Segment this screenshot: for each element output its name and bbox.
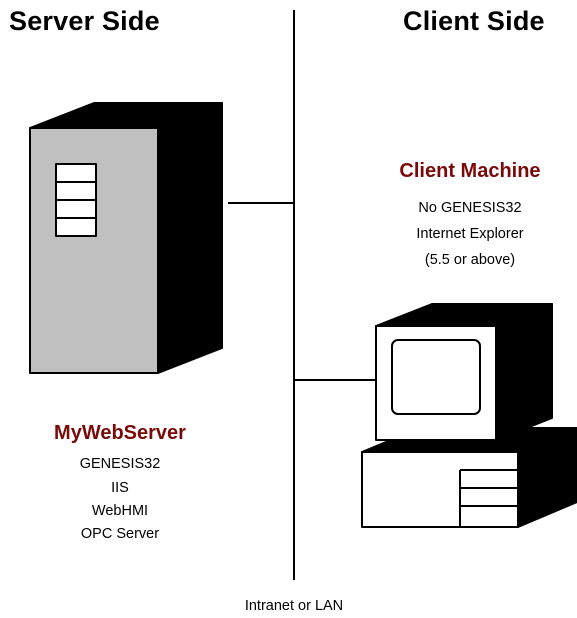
- server-side-heading: Server Side: [9, 6, 160, 36]
- server-name-title: MyWebServer: [54, 422, 186, 444]
- client-machine-title: Client Machine: [399, 160, 541, 182]
- desktop-computer-icon: [361, 303, 577, 528]
- server-software-2: IIS: [111, 480, 129, 496]
- client-detail-2: Internet Explorer: [416, 226, 524, 242]
- server-tower-icon: [29, 102, 223, 374]
- network-label: Intranet or LAN: [244, 598, 344, 614]
- server-software-3: WebHMI: [91, 503, 149, 519]
- client-side-heading: Client Side: [403, 6, 545, 36]
- client-detail-1: No GENESIS32: [418, 200, 522, 216]
- server-software-1: GENESIS32: [79, 456, 161, 472]
- server-software-4: OPC Server: [80, 526, 160, 542]
- client-detail-3: (5.5 or above): [424, 252, 516, 268]
